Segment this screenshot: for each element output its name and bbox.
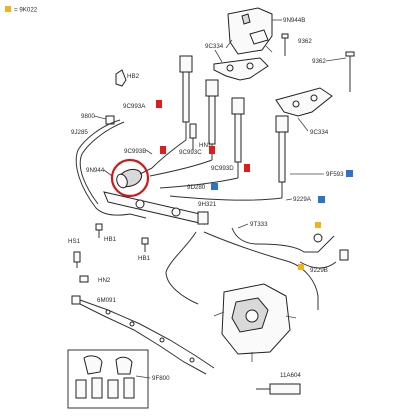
highlight-circle: [110, 158, 150, 198]
label-9362-right: 9362: [312, 58, 326, 65]
bolt-HB1-right: [141, 237, 149, 252]
sensor-HS1: [73, 251, 81, 268]
fuel-pressure-sensor-9N944: [116, 167, 153, 189]
injector-3: [231, 97, 245, 178]
label-HB1-left: HB1: [104, 236, 117, 243]
fuel-rail: [103, 191, 209, 225]
label-HS1: HS1: [68, 238, 81, 245]
injector-4: [275, 115, 289, 198]
bolt-9362-right: [345, 51, 355, 92]
label-9C993B: 9C993B: [124, 148, 146, 155]
label-9C993A: 9C993A: [123, 103, 146, 110]
legend-yellow-marker: [5, 6, 11, 12]
label-9800: 9800: [81, 113, 95, 120]
bolt-9362-top: [281, 33, 289, 56]
red-marker-2: [160, 146, 166, 154]
label-9T333: 9T333: [250, 221, 268, 228]
glow-plug-harness-6M091: [71, 295, 215, 375]
label-9229B: 9229B: [310, 267, 328, 274]
label-9229A: 9229A: [293, 196, 312, 203]
sensor-HN1: [189, 123, 197, 150]
yellow-marker-2: [298, 264, 304, 270]
blue-marker-1: [211, 183, 218, 190]
sensor-HB2: [115, 69, 127, 87]
injector-1: [179, 55, 193, 140]
label-9C334-right: 9C334: [310, 129, 329, 136]
clamp-9C334-right: [275, 87, 333, 117]
yellow-marker-1: [315, 222, 321, 228]
red-marker-4: [244, 164, 250, 172]
label-9362-top: 9362: [298, 38, 312, 45]
label-HN1: HN1: [199, 142, 212, 149]
blue-marker-3: [318, 196, 325, 203]
label-9C993D: 9C993D: [211, 165, 234, 172]
label-HB1-right: HB1: [138, 255, 151, 262]
return-pipe-9J285: [75, 119, 147, 219]
connector-right: [313, 233, 349, 261]
starter-11A604: [256, 383, 301, 395]
fuel-line-9T333: [231, 227, 335, 253]
label-9H321: 9H321: [198, 201, 217, 208]
blue-marker-2: [346, 170, 353, 177]
label-9N944: 9N944: [86, 167, 105, 174]
label-HN2: HN2: [98, 277, 111, 284]
label-9C334-top: 9C334: [205, 43, 224, 50]
bolt-HB1-left: [95, 223, 103, 238]
label-9D280: 9D280: [187, 184, 206, 191]
red-marker-1: [156, 100, 162, 108]
fuel-pump: [213, 283, 297, 362]
legend: = 9K022: [5, 6, 38, 14]
red-marker-3: [209, 146, 215, 154]
legend-text: = 9K022: [14, 7, 38, 14]
nut-HN2: [79, 275, 89, 283]
label-9F800: 9F800: [152, 375, 170, 382]
label-9J285: 9J285: [71, 129, 88, 136]
label-9F593: 9F593: [326, 171, 344, 178]
label-9N944B: 9N944B: [283, 17, 305, 24]
label-HB2: HB2: [127, 73, 140, 80]
inset-box: [67, 349, 149, 409]
label-9C993C: 9C993C: [179, 149, 202, 156]
label-6M091: 6M091: [97, 297, 116, 304]
label-11A604: 11A604: [280, 372, 301, 379]
clamp-9C334-top: [213, 57, 269, 81]
cover-9N944B: [225, 7, 273, 55]
